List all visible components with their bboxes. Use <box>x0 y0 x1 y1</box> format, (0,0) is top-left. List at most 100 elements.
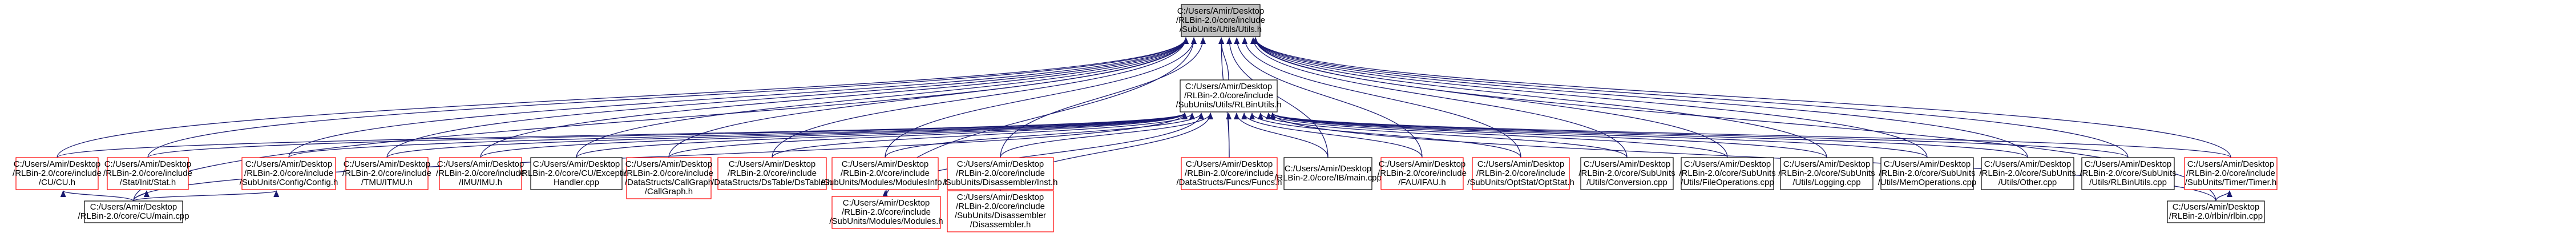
node-itmuh[interactable]: C:/Users/Amir/Desktop/RLBin-2.0/core/inc… <box>342 157 431 190</box>
node-modulesh[interactable]: C:/Users/Amir/Desktop/RLBin-2.0/core/inc… <box>829 196 943 229</box>
node-label-ibmain-line-1: /RLBin-2.0/core/IB/main.cpp <box>1274 173 1382 183</box>
edge-urlbin-to-timertimer <box>2215 190 2232 202</box>
node-box-cumain <box>84 200 183 223</box>
edge-ibmain-to-rlbinutils <box>1233 113 1329 158</box>
node-conversion[interactable]: C:/Users/Amir/Desktop/RLBin-2.0/core/Sub… <box>1578 157 1675 190</box>
edge-cumain-to-configh <box>133 190 279 202</box>
node-funcs[interactable]: C:/Users/Amir/Desktop/RLBin-2.0/core/inc… <box>1176 157 1282 190</box>
node-label-disassembler-line-0: C:/Users/Amir/Desktop <box>957 192 1044 202</box>
node-label-logging-line-1: /RLBin-2.0/core/SubUnits <box>1778 168 1875 178</box>
node-imuh[interactable]: C:/Users/Amir/Desktop/RLBin-2.0/core/inc… <box>436 157 525 190</box>
node-box-dstable <box>717 157 827 190</box>
node-label-rlbinutilscpp-line-2: /Utils/RLBinUtils.cpp <box>2089 178 2167 187</box>
node-label-ifau-line-1: /RLBin-2.0/core/include <box>1378 168 1467 178</box>
node-optstat[interactable]: C:/Users/Amir/Desktop/RLBin-2.0/core/inc… <box>1467 157 1574 190</box>
node-box-timertimer <box>2184 157 2278 190</box>
node-label-callgraph-line-1: /RLBin-2.0/core/include <box>624 168 713 178</box>
edge-ifau-to-utilsh <box>1234 37 1423 158</box>
edge-callgraph-to-rlbinutils <box>668 113 1188 158</box>
node-label-disinst-line-2: /SubUnits/Disassembler/Inst.h <box>943 178 1058 187</box>
node-logging[interactable]: C:/Users/Amir/Desktop/RLBin-2.0/core/Sub… <box>1778 157 1875 190</box>
node-fileops[interactable]: C:/Users/Amir/Desktop/RLBin-2.0/core/Sub… <box>1679 157 1776 190</box>
node-label-optstat-line-0: C:/Users/Amir/Desktop <box>1477 159 1565 169</box>
edge-modulesinfo-to-utilsh <box>885 37 1197 158</box>
node-label-disinst-line-0: C:/Users/Amir/Desktop <box>957 159 1044 169</box>
node-label-itmuh-line-1: /RLBin-2.0/core/include <box>342 168 431 178</box>
node-label-modulesh-line-2: /SubUnits/Modules/Modules.h <box>829 216 943 226</box>
edge-other-to-utilsh <box>1253 37 2028 158</box>
node-configh[interactable]: C:/Users/Amir/Desktop/RLBin-2.0/core/inc… <box>240 157 338 190</box>
node-box-logging <box>1780 157 1874 190</box>
node-modulesinfo[interactable]: C:/Users/Amir/Desktop/RLBin-2.0/core/inc… <box>821 157 949 190</box>
node-label-disassembler-line-3: /Disassembler.h <box>970 220 1031 230</box>
node-rlbinutilscpp[interactable]: C:/Users/Amir/Desktop/RLBin-2.0/core/Sub… <box>2080 157 2177 190</box>
node-label-dstable-line-1: /RLBin-2.0/core/include <box>728 168 817 178</box>
node-ifau[interactable]: C:/Users/Amir/Desktop/RLBin-2.0/core/inc… <box>1378 157 1467 190</box>
node-disassembler[interactable]: C:/Users/Amir/Desktop/RLBin-2.0/core/inc… <box>947 190 1054 232</box>
edge-ibmain-to-utilsh <box>1226 37 1329 158</box>
node-box-fileops <box>1681 157 1774 190</box>
edge-dstable-to-rlbinutils <box>772 113 1195 158</box>
node-label-callgraph-line-0: C:/Users/Amir/Desktop <box>625 159 713 169</box>
node-label-rlbinutils-line-0: C:/Users/Amir/Desktop <box>1185 82 1273 91</box>
node-stath[interactable]: C:/Users/Amir/Desktop/RLBin-2.0/core/inc… <box>103 157 192 190</box>
node-label-timertimer-line-0: C:/Users/Amir/Desktop <box>2187 159 2275 169</box>
node-box-rlbinutilscpp <box>2081 157 2175 190</box>
node-label-urlbin-line-1: /RLBin-2.0/rlbin/rlbin.cpp <box>2169 211 2263 221</box>
node-box-ifau <box>1380 157 1464 190</box>
node-label-dstable-line-2: /DataStructs/DsTable/DsTable.h <box>712 178 833 187</box>
node-box-imuh <box>439 157 522 190</box>
node-label-modulesh-line-1: /RLBin-2.0/core/include <box>842 207 931 217</box>
node-label-optstat-line-2: /SubUnits/OptStat/OptStat.h <box>1467 178 1574 187</box>
edge-disinst-to-rlbinutils <box>1000 113 1213 158</box>
node-label-modulesinfo-line-0: C:/Users/Amir/Desktop <box>842 159 929 169</box>
node-box-disassembler <box>947 190 1054 232</box>
node-cuexc[interactable]: C:/Users/Amir/Desktop/RLBin-2.0/core/CU/… <box>519 157 633 190</box>
node-label-cumain-line-1: /RLBin-2.0/core/CU/main.cpp <box>78 211 189 221</box>
edge-rlbinutilscpp-to-rlbinutils <box>1270 113 2129 158</box>
edge-optstat-to-rlbinutils <box>1249 113 1521 158</box>
node-utilsh[interactable]: C:/Users/Amir/Desktop/RLBin-2.0/core/inc… <box>1176 4 1265 37</box>
node-callgraph[interactable]: C:/Users/Amir/Desktop/RLBin-2.0/core/inc… <box>624 157 713 199</box>
node-dstable[interactable]: C:/Users/Amir/Desktop/RLBin-2.0/core/inc… <box>712 157 833 190</box>
node-label-cuexc-line-0: C:/Users/Amir/Desktop <box>533 159 620 169</box>
node-timertimer[interactable]: C:/Users/Amir/Desktop/RLBin-2.0/core/inc… <box>2184 157 2278 190</box>
node-label-rlbinutils-line-1: /RLBin-2.0/core/include <box>1184 91 1273 101</box>
node-label-conversion-line-1: /RLBin-2.0/core/SubUnits <box>1578 168 1675 178</box>
node-label-conversion-line-2: /Utils/Conversion.cpp <box>1586 178 1667 187</box>
node-label-logging-line-0: C:/Users/Amir/Desktop <box>1783 159 1871 169</box>
node-label-cuh-line-2: /CU/CU.h <box>39 178 75 187</box>
edge-conversion-to-rlbinutils <box>1258 113 1628 158</box>
node-label-memops-line-1: /RLBin-2.0/core/SubUnits <box>1879 168 1975 178</box>
node-box-callgraph <box>626 157 712 199</box>
node-label-disassembler-line-2: /SubUnits/Disassembler <box>955 211 1046 220</box>
node-label-disassembler-line-1: /RLBin-2.0/core/include <box>956 202 1045 211</box>
node-box-stath <box>107 157 189 190</box>
edge-memops-to-rlbinutils <box>1270 113 1928 158</box>
edge-imuh-to-utilsh <box>480 37 1189 158</box>
node-cuh[interactable]: C:/Users/Amir/Desktop/RLBin-2.0/core/inc… <box>13 157 102 190</box>
edge-cumain-to-utilsh <box>133 37 1189 202</box>
node-box-disinst <box>947 157 1054 190</box>
node-box-cuh <box>15 157 99 190</box>
edge-cuexc-to-rlbinutils <box>576 113 1188 158</box>
edge-rlbinutilscpp-to-utilsh <box>1253 37 2129 158</box>
edge-logging-to-rlbinutils <box>1270 113 1827 158</box>
node-label-configh-line-1: /RLBin-2.0/core/include <box>244 168 333 178</box>
node-cumain[interactable]: C:/Users/Amir/Desktop/RLBin-2.0/core/CU/… <box>78 200 189 223</box>
node-rlbinutils[interactable]: C:/Users/Amir/Desktop/RLBin-2.0/core/inc… <box>1176 79 1282 113</box>
node-urlbin[interactable]: C:/Users/Amir/Desktop/RLBin-2.0/rlbin/rl… <box>2167 200 2265 223</box>
node-label-disinst-line-1: /RLBin-2.0/core/include <box>956 168 1045 178</box>
node-label-modulesinfo-line-1: /RLBin-2.0/core/include <box>841 168 930 178</box>
node-label-urlbin-line-0: C:/Users/Amir/Desktop <box>2173 202 2260 212</box>
node-ibmain[interactable]: C:/Users/Amir/Desktop/RLBin-2.0/core/IB/… <box>1274 157 1382 190</box>
node-box-conversion <box>1580 157 1674 190</box>
node-other[interactable]: C:/Users/Amir/Desktop/RLBin-2.0/core/Sub… <box>1979 157 2076 190</box>
node-label-timertimer-line-1: /RLBin-2.0/core/include <box>2186 168 2275 178</box>
node-memops[interactable]: C:/Users/Amir/Desktop/RLBin-2.0/core/Sub… <box>1878 157 1977 190</box>
node-box-funcs <box>1181 157 1278 190</box>
node-disinst[interactable]: C:/Users/Amir/Desktop/RLBin-2.0/core/inc… <box>943 157 1058 190</box>
node-label-logging-line-2: /Utils/Logging.cpp <box>1792 178 1860 187</box>
node-label-fileops-line-1: /RLBin-2.0/core/SubUnits <box>1679 168 1775 178</box>
edge-stath-to-rlbinutils <box>147 113 1188 158</box>
